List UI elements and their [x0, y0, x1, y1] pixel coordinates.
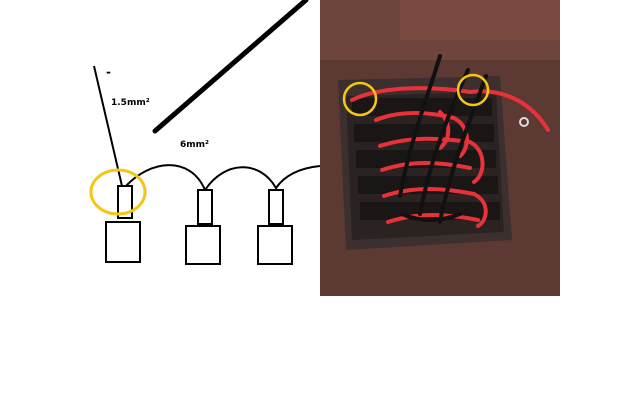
switch-2-body	[185, 225, 221, 265]
thick-wire-label: 6mm²	[180, 140, 209, 150]
highlight-circle-photo-left	[342, 81, 378, 117]
switch-1	[105, 185, 141, 263]
highlight-circle-diagram	[89, 168, 147, 216]
thin-wire	[93, 65, 123, 187]
highlight-circle-photo-right	[456, 73, 490, 107]
thin-wire-label: 1.5mm²	[111, 98, 150, 108]
minus-label: -	[106, 65, 111, 79]
switch-1-body	[105, 221, 141, 263]
switch-2	[185, 189, 221, 265]
thick-wire	[152, 0, 309, 134]
switch-3-body	[257, 225, 293, 265]
switch-panel-photo	[320, 0, 560, 296]
switch-1-terminal	[117, 185, 133, 219]
black-wires	[398, 54, 488, 224]
daisy-chain-wire	[125, 164, 321, 193]
switch-2-terminal	[197, 189, 213, 225]
switch-3	[257, 189, 293, 265]
switch-3-terminal	[268, 189, 284, 225]
